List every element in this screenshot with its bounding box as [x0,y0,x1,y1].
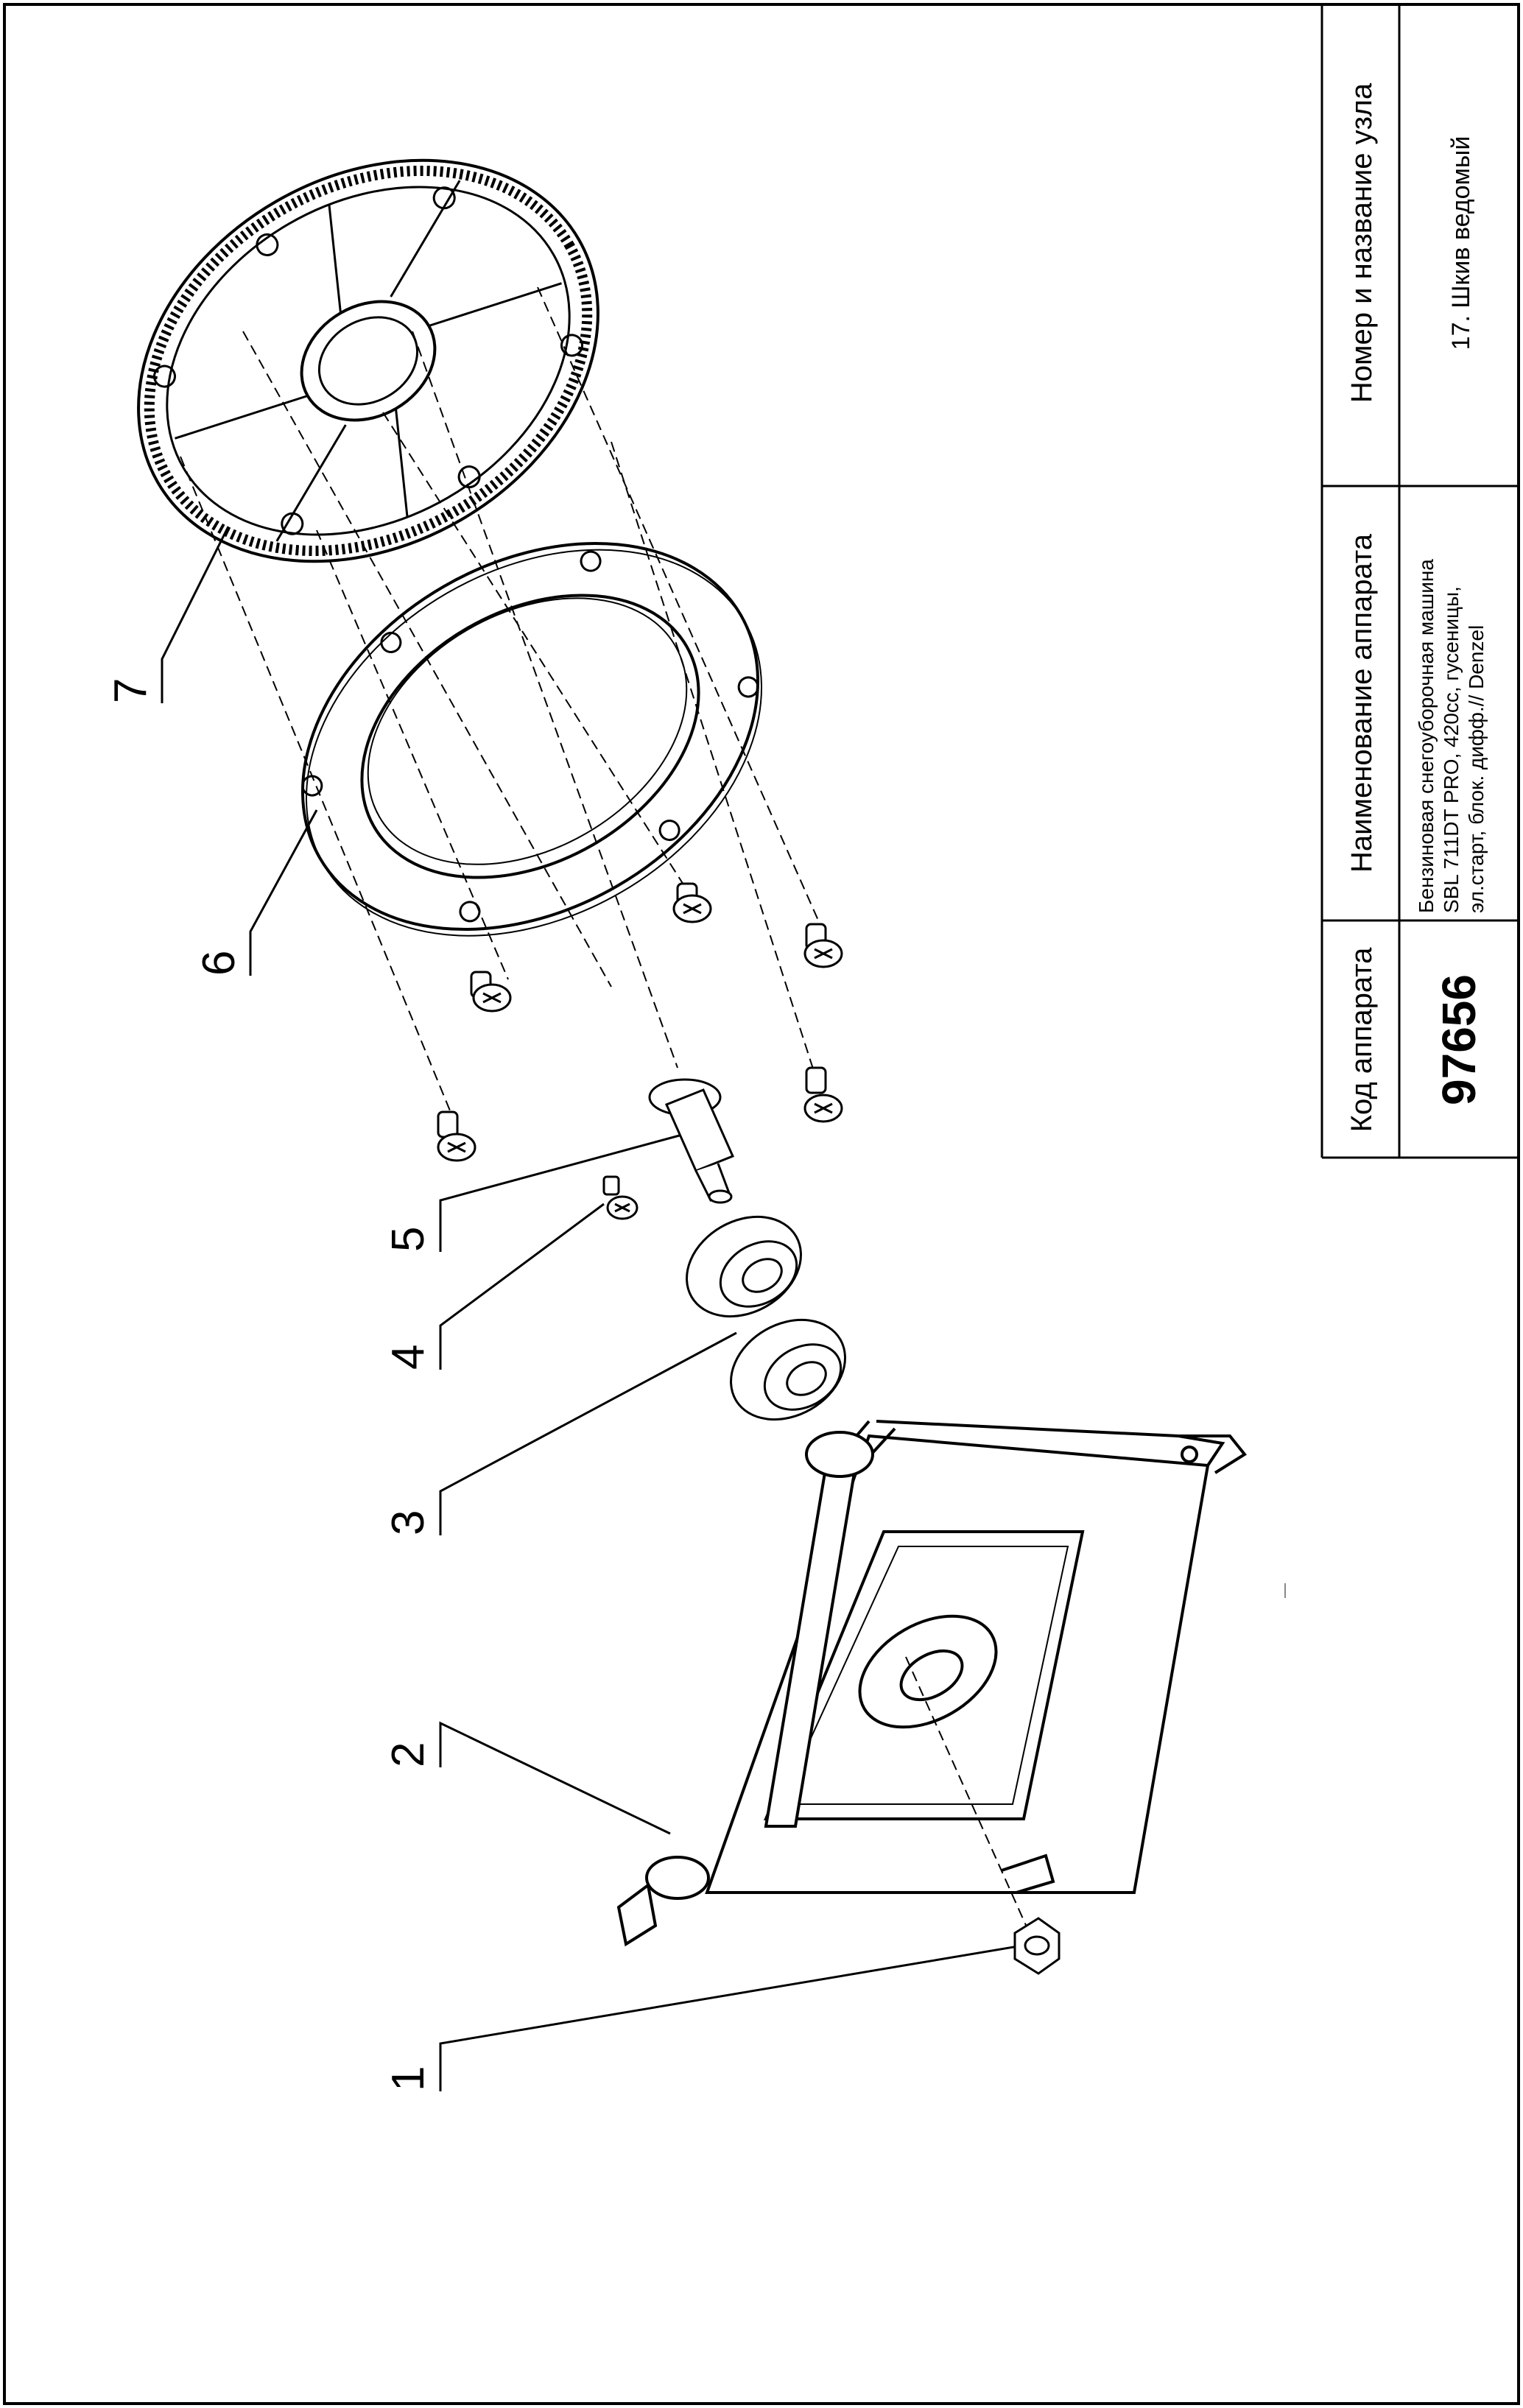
callout-2: 2 [383,1721,671,1835]
callout-label-1: 1 [383,2066,434,2091]
callout-1: 1 [383,1943,1032,2091]
callout-4: 4 [383,1203,605,1370]
callout-3: 3 [383,1331,737,1535]
part-2-bracket-plate [616,1420,1247,1947]
callout-label-3: 3 [383,1510,434,1535]
screw-a [437,1110,476,1162]
callout-label-7: 7 [105,678,156,703]
device-line-3: эл.старт, блок. дифф.// Denzel [1465,625,1488,913]
callout-label-2: 2 [383,1742,434,1767]
part-1-nut [1013,1917,1061,1975]
callout-label-6: 6 [194,951,245,976]
screw-e [803,1066,843,1123]
callout-7: 7 [105,526,230,703]
node-header: Номер и название узла [1346,82,1378,403]
part-3-bearings [686,1215,846,1421]
device-line-1: Бензиновая снегоуборочная машина [1415,559,1438,913]
screw-b [470,971,512,1013]
device-line-2: SBL 711DT PRO, 420cc, гусеницы, [1440,586,1463,913]
screw-c [672,882,712,923]
screws [437,882,843,1162]
part-7-toothed-pulley [137,158,599,563]
page-frame [3,3,1520,2405]
callout-label-5: 5 [383,1227,434,1252]
screw-d [803,923,843,968]
title-block [1320,4,1519,1159]
part-4-small-screw [602,1175,639,1220]
code-header: Код аппарата [1346,947,1378,1132]
callout-5: 5 [383,1133,686,1252]
callout-label-4: 4 [383,1345,434,1370]
callout-6: 6 [194,809,318,976]
code-value: 97656 [1432,974,1485,1105]
part-5-stepped-shaft [648,1078,735,1204]
part-6-ring-plate [300,542,763,937]
device-header: Наименование аппарата [1346,533,1378,873]
node-value: 17. Шкив ведомый [1447,136,1475,351]
alignment-lines [180,286,1032,1937]
